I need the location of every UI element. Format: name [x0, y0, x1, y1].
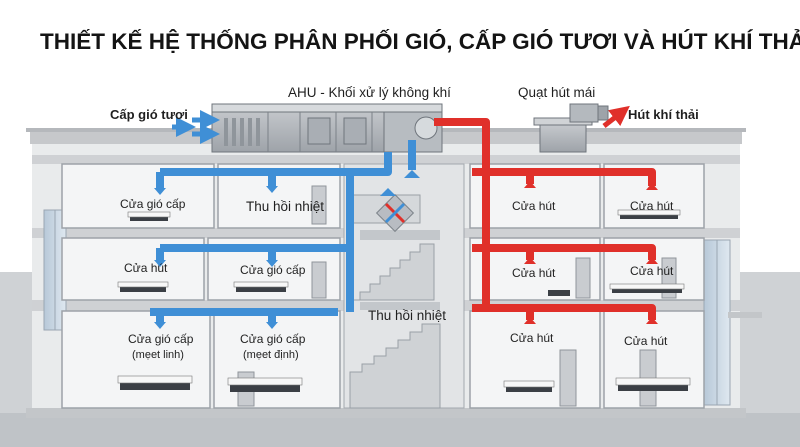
exhaust-vent-label: Cửa hút	[630, 199, 674, 213]
exhaust-vent-label: Cửa hút	[512, 266, 556, 280]
exhaust-vent-label: Cửa hút	[510, 331, 554, 345]
stair-core	[343, 163, 465, 409]
supply-vent-label: Cửa gió cấp	[128, 332, 194, 346]
ahu-label: AHU - Khối xử lý không khí	[288, 85, 451, 100]
exhaust-arrows	[524, 181, 658, 324]
supply-vent-label: Cửa gió cấp	[240, 263, 306, 277]
heat-recovery-label: Thu hồi nhiệt	[246, 199, 325, 214]
ahu-unit	[211, 103, 443, 153]
roof-fan-label: Quạt hút mái	[518, 85, 596, 100]
supply-vent-sublabel: (mẹet định)	[243, 349, 299, 361]
supply-vent-label: Cửa gió cấp	[240, 332, 306, 346]
roof-fan-unit	[533, 103, 609, 153]
return-vent-label: Cửa hút	[124, 261, 168, 275]
fresh-air-label: Cấp gió tươi	[110, 107, 188, 122]
exhaust-vent-label: Cửa hút	[512, 199, 556, 213]
exhaust-vent-label: Cửa hút	[630, 264, 674, 278]
exhaust-out-arrow	[602, 105, 630, 128]
fresh-air-arrows	[172, 110, 220, 144]
exhaust-label: Hút khí thải	[628, 107, 699, 122]
supply-vent-sublabel: (mẹet linh)	[132, 349, 184, 361]
supply-ducts	[150, 140, 416, 322]
exhaust-vent-label: Cửa hút	[624, 334, 668, 348]
supply-arrows	[154, 170, 420, 329]
heat-recovery-label: Thu hồi nhiệt	[368, 308, 447, 323]
desk-tops	[117, 209, 691, 388]
furniture	[120, 214, 688, 392]
supply-vent-label: Cửa gió cấp	[120, 197, 186, 211]
page-title: THIẾT KẾ HỆ THỐNG PHÂN PHỐI GIÓ, CẤP GIÓ…	[40, 29, 800, 54]
